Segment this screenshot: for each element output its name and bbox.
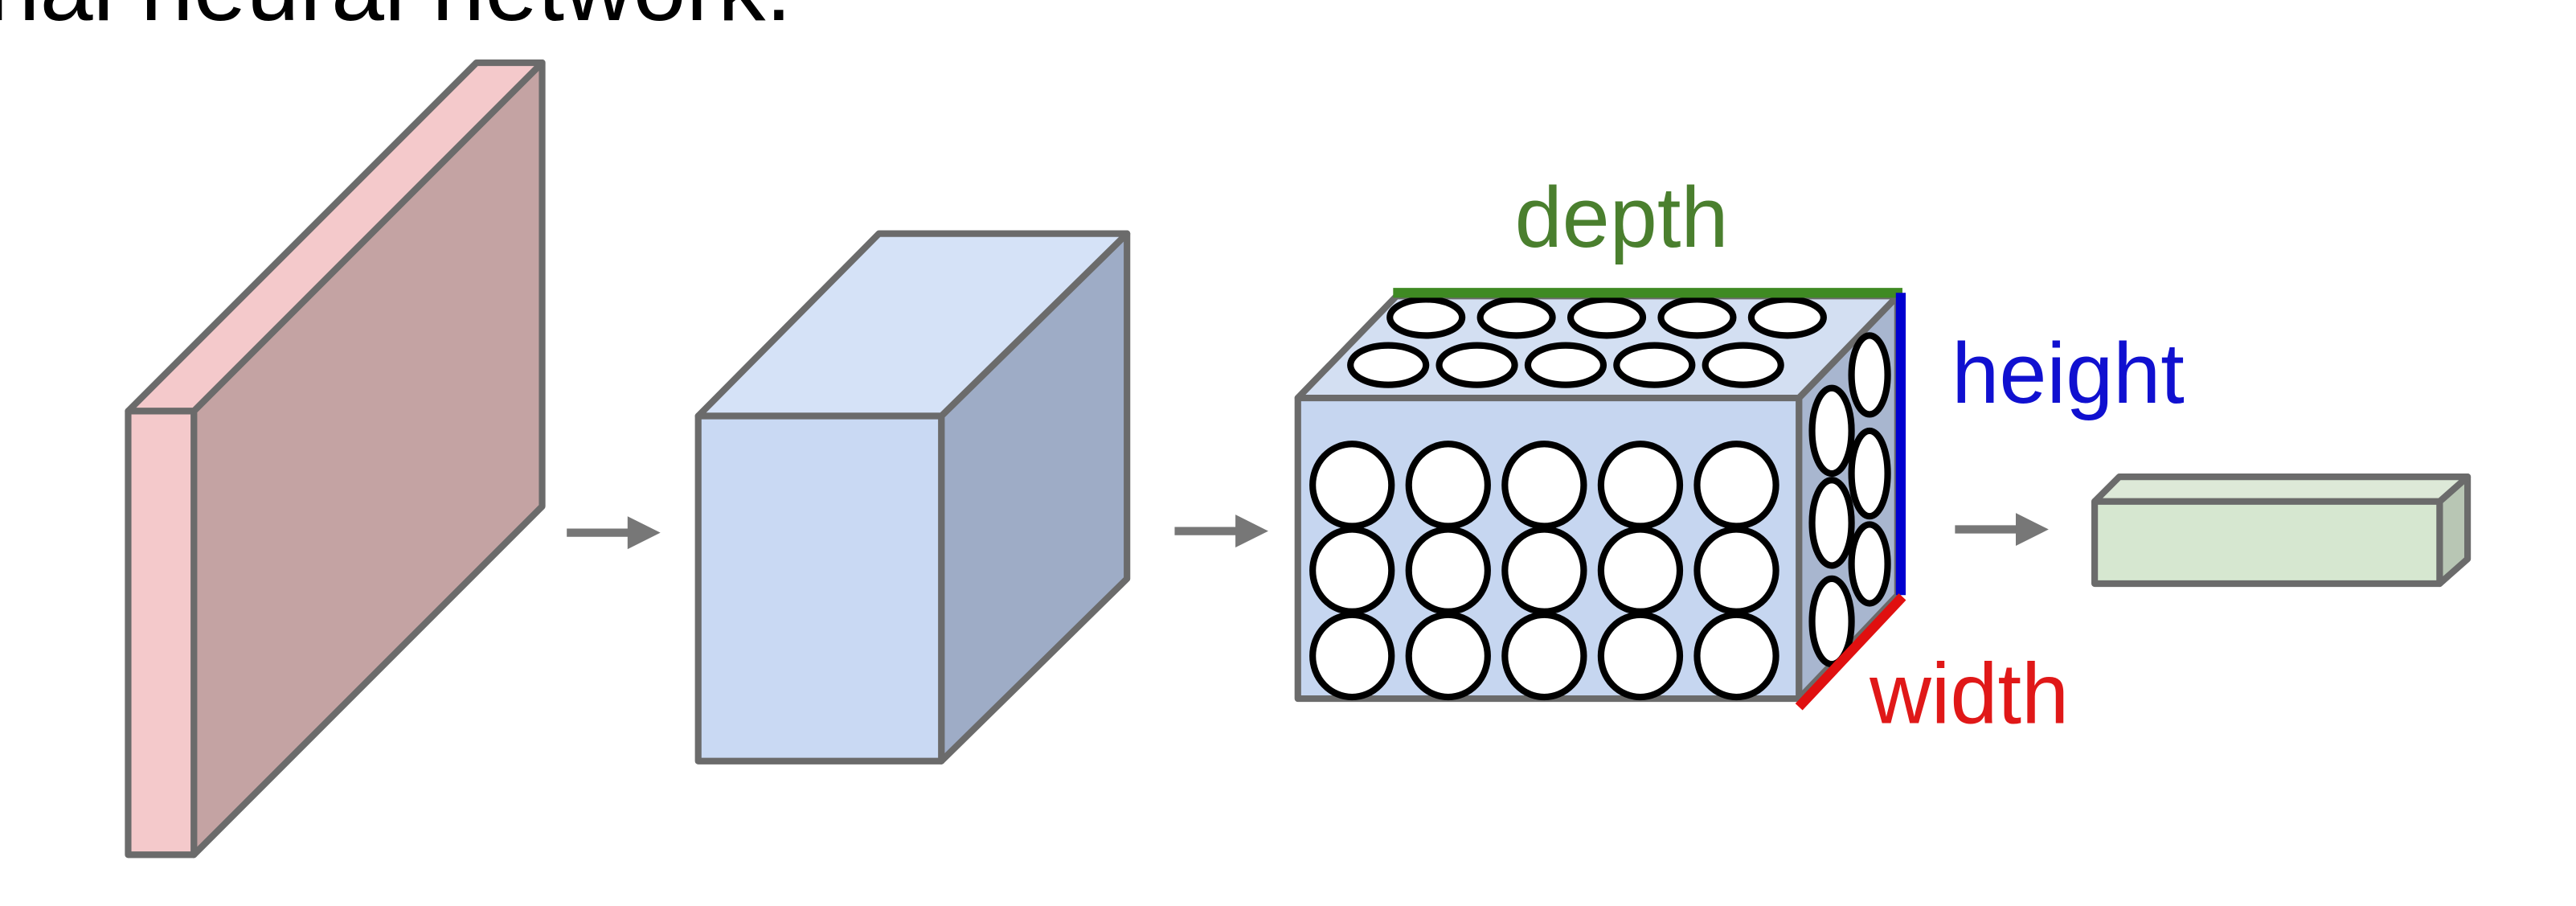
neuron (1848, 427, 1891, 520)
arrow-icon (1955, 513, 2049, 546)
neuron (1808, 384, 1855, 478)
neuron (1386, 296, 1466, 339)
neuron (1693, 611, 1779, 701)
heading-text: nal neural network. (0, 0, 792, 41)
neuron (1435, 342, 1518, 388)
neuron (1693, 526, 1779, 615)
neuron (1405, 611, 1491, 701)
neuron (1808, 477, 1855, 569)
neuron (1309, 441, 1395, 530)
neuron (1476, 296, 1556, 339)
conv-layer-box (694, 230, 1131, 765)
neuron (1405, 526, 1491, 615)
neuron (1657, 296, 1737, 339)
neuron (1347, 342, 1430, 388)
arrow-icon (567, 516, 661, 550)
neuron (1597, 526, 1684, 615)
neuron (1597, 441, 1684, 530)
neuron-volume (1294, 288, 1906, 711)
neuron (1309, 526, 1395, 615)
output-layer-box (2091, 473, 2472, 588)
neuron (1702, 342, 1784, 388)
neuron (1747, 296, 1827, 339)
neuron (1808, 575, 1855, 668)
neuron (1597, 611, 1684, 701)
neuron (1524, 342, 1607, 388)
neuron (1848, 332, 1891, 418)
neuron (1501, 611, 1587, 701)
height-label: height (1951, 326, 2185, 421)
neuron (1613, 342, 1696, 388)
neuron (1501, 526, 1587, 615)
arrow-icon (1174, 514, 1268, 548)
neuron (1566, 296, 1647, 339)
neuron (1405, 441, 1491, 530)
neuron (1848, 521, 1891, 607)
neuron (1501, 441, 1587, 530)
neuron (1309, 611, 1395, 701)
depth-label: depth (1515, 170, 1729, 265)
neuron (1693, 441, 1779, 530)
width-axis-line (1795, 593, 1906, 711)
input-layer-slab (125, 59, 546, 859)
width-label: width (1869, 646, 2069, 742)
